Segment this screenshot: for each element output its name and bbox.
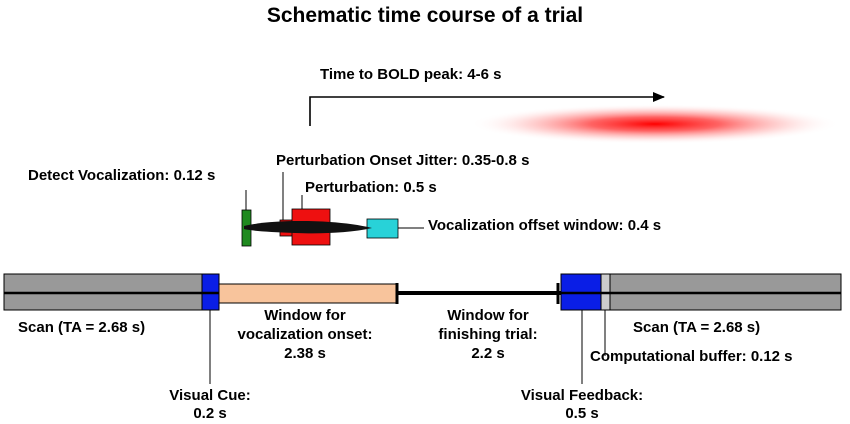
- vocalization-onset-window-bar: [218, 283, 398, 304]
- onset-window-label-line-2: vocalization onset:: [237, 326, 372, 343]
- diagram-title: Schematic time course of a trial: [267, 4, 583, 27]
- finish-window-label-line-2: finishing trial:: [438, 326, 537, 343]
- detect-vocalization-label: Detect Vocalization: 0.12 s: [28, 167, 215, 184]
- vocalization-waveform: [244, 221, 372, 234]
- onset-window-label-line-3: 2.38 s: [284, 345, 326, 362]
- finish-window-label-line-1: Window for: [447, 307, 529, 324]
- visual-feedback-label-line-2: 0.5 s: [565, 405, 598, 422]
- scan-left-label: Scan (TA = 2.68 s): [18, 319, 145, 336]
- scan-right-label: Scan (TA = 2.68 s): [633, 319, 760, 336]
- bold-response-blob: [470, 104, 840, 144]
- finish-window-label-line-3: 2.2 s: [471, 345, 504, 362]
- perturbation-label: Perturbation: 0.5 s: [305, 179, 437, 196]
- visual-cue-label-line-2: 0.2 s: [193, 405, 226, 422]
- visual-feedback-label-line-1: Visual Feedback:: [521, 387, 643, 404]
- vocalization-offset-marker: [366, 218, 399, 239]
- vocalization-offset-window-label: Vocalization offset window: 0.4 s: [428, 217, 661, 234]
- bold-peak-label: Time to BOLD peak: 4-6 s: [320, 66, 501, 83]
- computational-buffer-label: Computational buffer: 0.12 s: [590, 348, 793, 365]
- visual-cue-label-line-1: Visual Cue:: [169, 387, 250, 404]
- perturbation-onset-jitter-label: Perturbation Onset Jitter: 0.35-0.8 s: [276, 152, 529, 169]
- onset-window-label-line-1: Window for: [264, 307, 346, 324]
- bold-peak-arrow: [309, 92, 665, 126]
